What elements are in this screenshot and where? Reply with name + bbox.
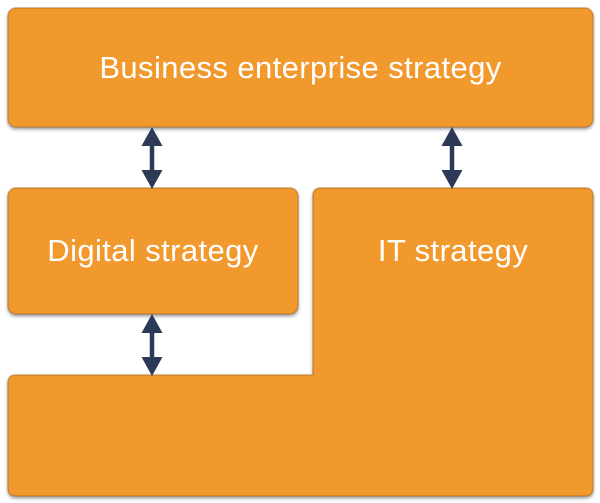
arrow-head-down-icon xyxy=(441,170,463,189)
arrow-head-up-icon xyxy=(141,314,163,333)
arrow-head-up-icon xyxy=(441,127,463,146)
arrow-head-down-icon xyxy=(141,170,163,189)
arrow-head-down-icon xyxy=(141,357,163,376)
arrow-business-it xyxy=(441,127,463,189)
business-strategy-box xyxy=(7,7,594,128)
arrow-digital-it xyxy=(141,314,163,376)
it-strategy-l-shape-box xyxy=(7,187,594,497)
digital-strategy-box xyxy=(7,187,299,315)
arrow-business-digital xyxy=(141,127,163,189)
arrow-head-up-icon xyxy=(141,127,163,146)
